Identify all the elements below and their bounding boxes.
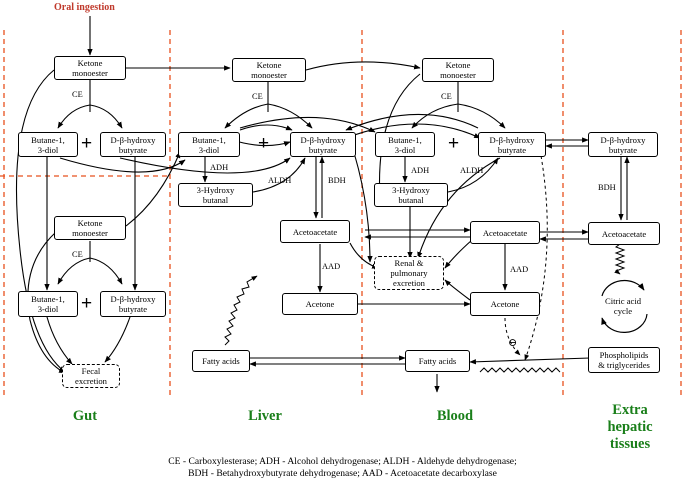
blood-bhb: D-β-hydroxy butyrate [478,132,546,157]
enzyme-aad-liver: AAD [322,262,341,271]
gut-bhb: D-β-hydroxy butyrate [100,132,166,157]
blood-ketone-monoester: Ketone monoester [422,58,494,82]
phospholipids-triglycerides: Phospholipids & triglycerides [588,347,660,373]
gut-ketone-monoester-2: Ketone monoester [54,216,126,240]
extra-acetoacetate: Acetoacetate [588,222,660,245]
plus-sign-gut-lower: + [81,293,93,314]
wavy-lines [224,243,626,373]
enzyme-ce-blood: CE [441,92,452,101]
arrows [16,16,630,393]
enzyme-aldh-liver: ALDH [268,176,292,185]
plus-sign-liver: + [258,133,270,154]
gut-bhb-2: D-β-hydroxy butyrate [100,291,166,317]
enzyme-bdh-extra: BDH [598,183,616,192]
enzyme-ce-gut-upper: CE [72,90,83,99]
liver-butanediol: Butane-1, 3-diol [178,132,240,157]
liver-bhb: D-β-hydroxy butyrate [290,132,356,157]
blood-butanediol: Butane-1, 3-diol [375,132,435,157]
gut-ketone-monoester: Ketone monoester [54,56,126,80]
liver-hydroxybutanal: 3-Hydroxy butanal [178,183,253,207]
liver-acetoacetate: Acetoacetate [280,220,350,243]
region-label-extrahepatic: Extra hepatic tissues [607,402,653,452]
gut-butanediol: Butane-1, 3-diol [18,132,78,157]
extra-bhb: D-β-hydroxy butyrate [588,132,658,157]
enzyme-aad-blood: AAD [510,265,529,274]
blood-acetoacetate: Acetoacetate [470,221,540,244]
renal-pulmonary-excretion: Renal & pulmonary excretion [374,256,444,290]
plus-sign-gut-upper: + [81,133,93,154]
blood-acetone: Acetone [470,292,540,316]
oral-ingestion-label: Oral ingestion [54,2,115,13]
enzyme-ce-gut-lower: CE [72,250,83,259]
enzyme-adh-blood: ADH [411,166,430,175]
region-label-blood: Blood [436,408,474,424]
legend-line-2: BDH - Betahydroxybutyrate dehydrogenase;… [188,468,497,479]
enzyme-ce-liver: CE [252,92,263,101]
blood-hydroxybutanal: 3-Hydroxy butanal [374,183,448,207]
enzyme-aldh-blood: ALDH [460,166,484,175]
inhibition-symbol: ⊖ [508,337,518,349]
gut-butanediol-2: Butane-1, 3-diol [18,291,78,317]
plus-sign-blood: + [448,133,460,154]
enzyme-bdh-liver: BDH [328,176,346,185]
citric-acid-cycle-label: Citric acid cycle [604,296,642,316]
liver-acetone: Acetone [282,293,358,315]
region-label-liver: Liver [248,408,282,424]
citric-cycle-arrows [601,279,648,333]
inhibition-paths [504,149,548,361]
liver-ketone-monoester: Ketone monoester [232,58,306,82]
fecal-excretion: Fecal excretion [62,364,120,388]
region-label-gut: Gut [72,408,98,424]
liver-fatty-acids: Fatty acids [192,350,250,372]
blood-fatty-acids: Fatty acids [405,350,470,372]
legend-line-1: CE - Carboxylesterase; ADH - Alcohol deh… [168,456,517,467]
enzyme-adh-liver: ADH [210,163,229,172]
region-dividers [0,30,682,398]
